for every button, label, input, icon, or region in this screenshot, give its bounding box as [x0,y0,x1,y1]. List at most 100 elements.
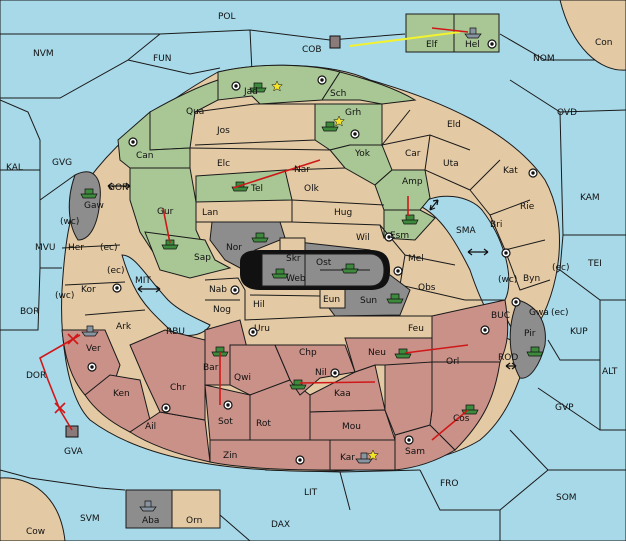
province-pir[interactable] [509,299,546,379]
label-grh: Grh [345,108,361,118]
label-mou: Mou [342,422,361,432]
supply-center-icon [112,283,122,293]
label-pir: Pir [524,329,536,339]
label-nab: Nab [209,285,227,295]
province-ken[interactable] [84,374,151,433]
army-icon [211,346,229,357]
label-bar: Bar [203,363,219,373]
star-icon [367,449,379,461]
star-icons [271,80,379,461]
label-bor: BOR [20,307,39,317]
supply-center-icon [480,325,490,335]
label-hug: Hug [334,208,352,218]
label-hil: Hil [253,300,265,310]
order-arrow [232,159,321,189]
label-mvu: MVU [35,243,56,253]
supply-center-icon [128,137,138,147]
label-hel: Hel [465,40,480,50]
label-nom: NOM [533,54,555,64]
province-labels: POL NVM FUN COB Elf Hel Con NOM Jad Sch … [6,12,618,537]
double-arrow-icon [137,285,161,293]
label-orl: Orl [446,357,459,367]
supply-center-icon [231,81,241,91]
label-aba: Aba [142,516,159,526]
green-territory [117,64,436,279]
convoy-line [349,31,461,47]
label-cob: COB [302,45,322,55]
label-zin: Zin [223,451,237,461]
province-kaa[interactable] [309,364,386,413]
label-mit: MIT [135,276,151,286]
label-ec1: (ec) [100,243,118,253]
label-gor: GOR [108,183,128,193]
label-nil: Nil [315,368,327,378]
label-gvg: GVG [52,158,72,168]
star-icon [271,80,283,92]
label-sot: Sot [218,417,233,427]
label-wc1: (wc) [60,217,79,227]
province-sch[interactable] [321,71,417,105]
label-nvm: NVM [33,49,54,59]
supply-center-icon [248,327,258,337]
province-amp[interactable] [374,169,431,211]
label-ec2: (ec) [552,263,570,273]
label-wc2: (wc) [498,275,517,285]
label-sam: Sam [405,447,425,457]
fleet-icon [464,27,482,39]
label-ec3: (ec) [107,266,125,276]
label-kor: Kor [81,285,96,295]
label-con: Con [595,38,613,48]
army-icon [249,82,267,93]
label-eun: Eun [323,295,340,305]
label-nog: Nog [213,305,231,315]
sea-mit[interactable] [121,254,211,336]
province-red-mid[interactable] [384,361,433,436]
label-ost: Ost [316,258,332,268]
label-ken: Ken [113,389,130,399]
army-icon [251,232,269,243]
order-arrow [404,344,469,354]
supply-center-icon [223,400,233,410]
fleet-icon [65,425,79,438]
label-esm: Esm [390,231,409,241]
label-dax: DAX [271,520,290,530]
label-gvp: GVP [555,403,574,413]
label-ark: Ark [116,322,132,332]
province-chr[interactable] [129,329,206,421]
label-mel: Mel [408,254,424,264]
label-kal: KAL [6,163,23,173]
neutral-borders [61,103,551,321]
label-cow: Cow [26,527,45,537]
label-jad: Jad [243,87,258,97]
label-byn: Byn [523,274,540,284]
label-gaw: Gaw [84,201,104,211]
label-lan: Lan [202,208,218,218]
label-chp: Chp [299,348,317,358]
fleet-icon [329,35,341,49]
double-arrow-icon [107,182,131,190]
order-arrow [299,381,376,384]
outer-sea-borders [0,29,626,542]
label-chr: Chr [170,383,186,393]
province-ail[interactable] [129,411,211,463]
province-orn[interactable] [171,489,221,529]
label-tei: TEI [587,259,602,269]
failed-order-cross-icons [54,333,79,414]
fleet-icon [139,500,157,512]
label-ail: Ail [145,422,156,432]
supply-centers [87,39,538,465]
label-olk: Olk [304,184,320,194]
province-sot[interactable] [204,384,251,441]
label-rot: Rot [256,419,271,429]
label-car: Car [405,149,421,159]
label-kaa: Kaa [334,389,351,399]
army-icon [271,268,289,279]
province-qua[interactable] [149,79,219,151]
order-arrow [39,334,81,431]
province-can[interactable] [117,110,191,169]
label-kup: KUP [570,327,588,337]
supply-center-icon [487,39,497,49]
label-jos: Jos [216,126,230,136]
label-sma: SMA [456,226,476,236]
label-gur: Gur [157,207,174,217]
